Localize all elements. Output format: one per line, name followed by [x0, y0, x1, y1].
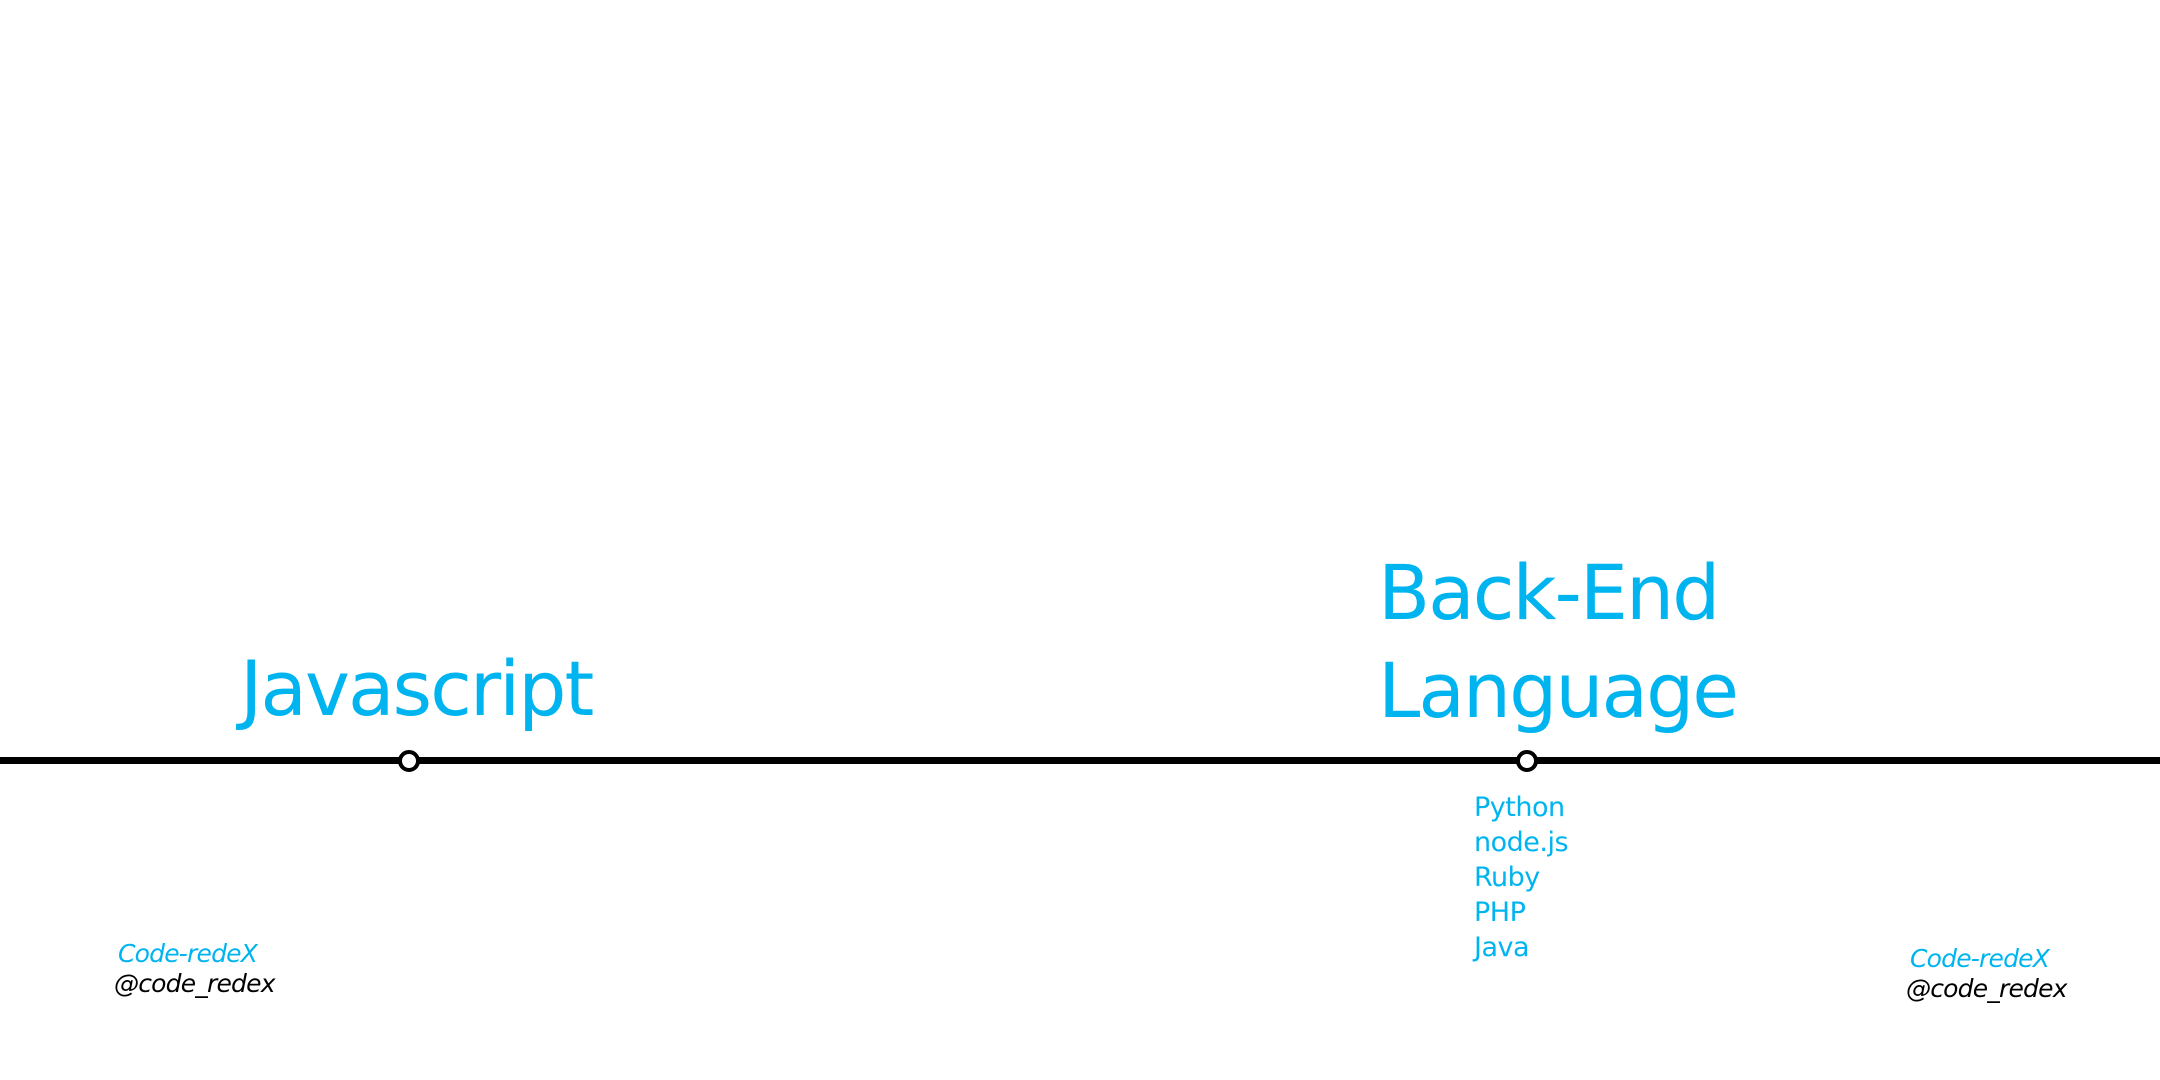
list-item: Ruby: [1474, 862, 1540, 893]
milestone-title-javascript: Javascript: [240, 644, 594, 733]
watermark-handle: @code_redex: [1906, 974, 2068, 1003]
milestone-title-line-2: Language: [1378, 646, 1739, 735]
list-item: Java: [1474, 932, 1530, 963]
back-end-language-list: Python node.js Ruby PHP Java: [1474, 790, 1569, 965]
watermark-right: Code-redeX @code_redex: [1906, 944, 2068, 1004]
list-item: Python: [1474, 792, 1565, 823]
watermark-brand: Code-redeX: [118, 939, 258, 968]
timeline-node-javascript: [398, 750, 420, 772]
watermark-handle: @code_redex: [114, 969, 276, 998]
timeline-node-back-end-language: [1516, 750, 1538, 772]
milestone-title-back-end-language: Back-End Language: [1378, 544, 1739, 740]
list-item: PHP: [1474, 897, 1526, 928]
list-item: node.js: [1474, 827, 1569, 858]
watermark-left: Code-redeX @code_redex: [114, 939, 276, 999]
watermark-brand: Code-redeX: [1910, 944, 2050, 973]
milestone-title-line-1: Back-End: [1378, 548, 1720, 637]
timeline-line: [0, 757, 2160, 764]
